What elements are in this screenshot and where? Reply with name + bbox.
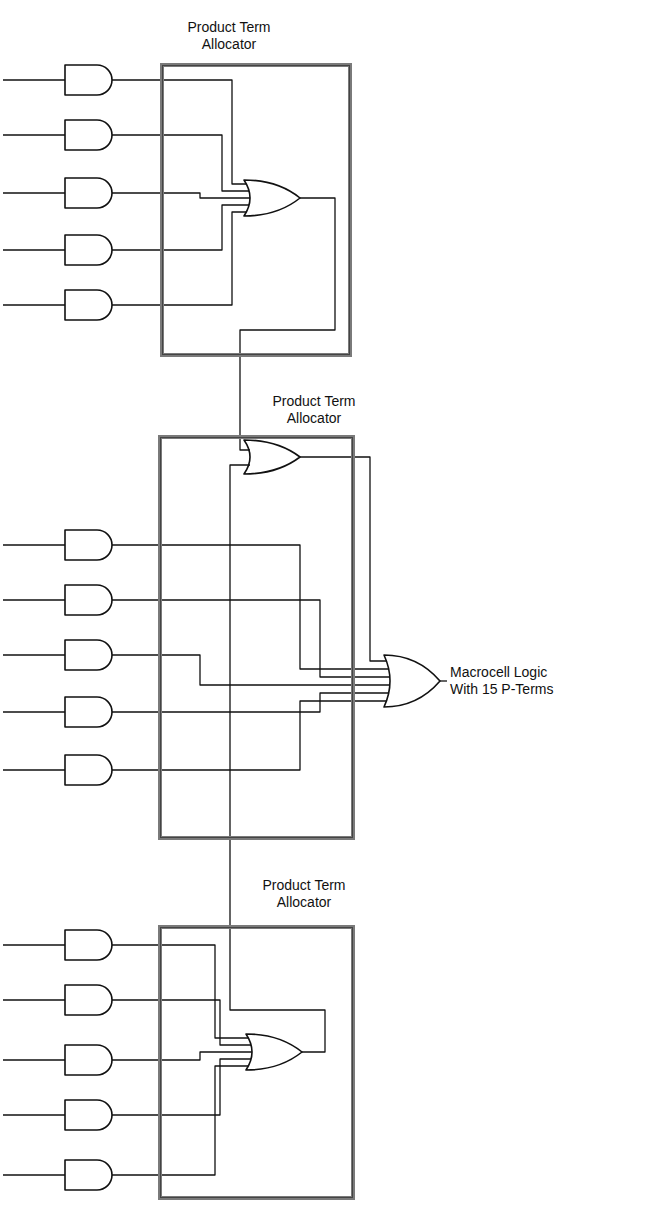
input-wire <box>3 1174 65 1175</box>
input-wire <box>3 79 65 80</box>
and-gate <box>65 755 112 785</box>
and-gate <box>65 290 112 320</box>
input-wire <box>3 192 65 193</box>
input-wire <box>3 654 65 655</box>
and-gate <box>65 178 112 208</box>
and-gate <box>65 697 112 727</box>
output-wire <box>440 680 447 681</box>
and-gate <box>65 930 112 960</box>
input-wire <box>3 769 65 770</box>
product-term-wire <box>112 945 254 1038</box>
product-term-wire <box>112 1059 254 1115</box>
macrocell-label: Macrocell Logic With 15 P-Terms <box>450 664 574 698</box>
and-gate <box>65 1100 112 1130</box>
allocator-connector <box>239 357 240 435</box>
and-gate <box>65 585 112 615</box>
input-wire <box>3 999 65 1000</box>
and-gate <box>65 1045 112 1075</box>
input-wire <box>3 599 65 600</box>
allocator-wire <box>300 457 392 661</box>
allocator-heading: Product Term Allocator <box>258 393 370 427</box>
product-term-wire <box>112 701 392 770</box>
input-wire <box>3 1059 65 1060</box>
or-gate <box>244 180 300 216</box>
allocator-box: Product Term Allocator <box>158 925 355 1200</box>
allocator-box: Product Term Allocator <box>160 63 352 357</box>
and-gate <box>65 235 112 265</box>
and-gate <box>65 530 112 560</box>
or-gate <box>246 1034 302 1070</box>
product-term-wire <box>112 655 392 685</box>
allocator-wire <box>230 925 325 1052</box>
product-term-wire <box>112 193 252 198</box>
allocator-heading: Product Term Allocator <box>248 877 360 911</box>
product-term-wire <box>112 545 392 669</box>
and-gate <box>65 1160 112 1190</box>
allocator-connector <box>229 840 230 925</box>
product-term-wire <box>112 135 252 191</box>
allocator-box: Product Term Allocator <box>158 435 355 840</box>
input-wire <box>3 544 65 545</box>
allocator-heading: Product Term Allocator <box>173 19 285 53</box>
allocator-wire <box>230 465 250 840</box>
product-term-wire <box>112 1066 254 1175</box>
product-term-wire <box>112 693 392 712</box>
and-gate <box>65 640 112 670</box>
or-gate <box>384 655 440 707</box>
product-term-wire <box>112 1000 254 1045</box>
product-term-wire <box>112 205 252 250</box>
input-wire <box>3 249 65 250</box>
and-gate <box>65 65 112 95</box>
allocator-wire <box>240 198 335 357</box>
input-wire <box>3 134 65 135</box>
and-gate <box>65 985 112 1015</box>
input-wire <box>3 1114 65 1115</box>
or-gate <box>244 440 300 474</box>
product-term-wire <box>112 212 252 305</box>
input-wire <box>3 304 65 305</box>
and-gate <box>65 120 112 150</box>
input-wire <box>3 711 65 712</box>
product-term-wire <box>112 80 252 184</box>
input-wire <box>3 944 65 945</box>
product-term-wire <box>112 600 392 677</box>
